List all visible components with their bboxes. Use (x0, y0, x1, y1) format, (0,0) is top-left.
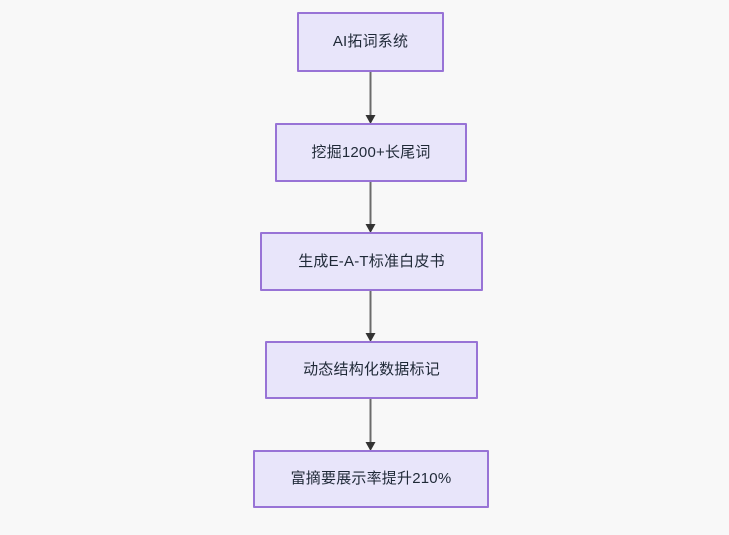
edge-n1-n2 (365, 72, 376, 124)
flow-node-generate-eat-whitepaper[interactable]: 生成E-A-T标准白皮书 (260, 232, 483, 291)
edge-n2-n3 (365, 182, 376, 233)
flow-node-rich-snippet-rate-increase[interactable]: 富摘要展示率提升210% (253, 450, 489, 508)
flow-node-label: 动态结构化数据标记 (303, 361, 440, 378)
flow-node-dynamic-structured-data-markup[interactable]: 动态结构化数据标记 (265, 341, 478, 399)
arrowhead-icon (365, 333, 376, 342)
edge-n4-n5 (365, 399, 376, 451)
edge-n3-n4 (365, 291, 376, 342)
flow-node-label: AI拓词系统 (332, 33, 409, 50)
flow-node-label: 挖掘1200+长尾词 (311, 143, 431, 161)
flow-node-mine-longtail-keywords[interactable]: 挖掘1200+长尾词 (275, 123, 467, 182)
arrowhead-icon (365, 442, 376, 451)
arrowhead-icon (365, 224, 376, 233)
flow-node-label: 富摘要展示率提升210% (290, 470, 452, 487)
flow-node-ai-keyword-system[interactable]: AI拓词系统 (297, 12, 444, 72)
arrowhead-icon (365, 115, 376, 124)
flow-node-label: 生成E-A-T标准白皮书 (298, 252, 445, 270)
